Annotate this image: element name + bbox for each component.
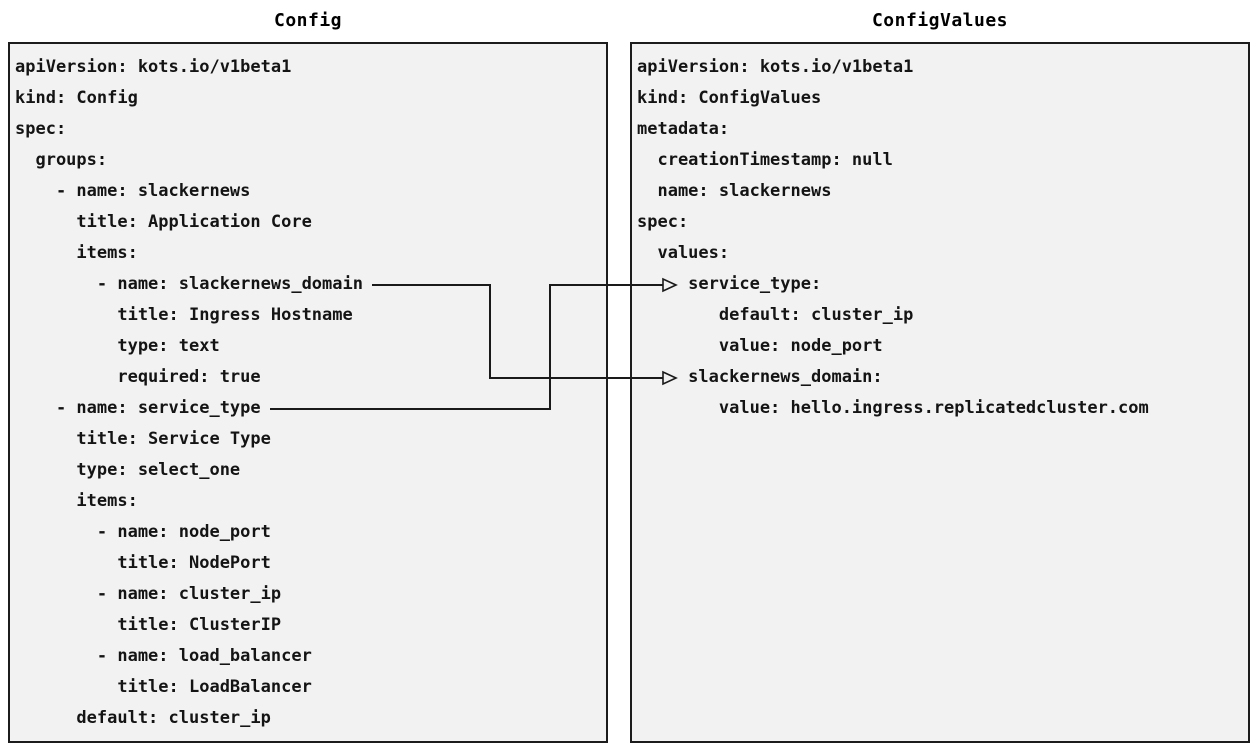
configvalues-panel-title: ConfigValues xyxy=(871,10,1009,31)
configvalues-yaml-code: apiVersion: kots.io/v1beta1 kind: Config… xyxy=(637,57,1149,418)
config-yaml-code: apiVersion: kots.io/v1beta1 kind: Config… xyxy=(15,57,363,728)
config-yaml-panel: apiVersion: kots.io/v1beta1 kind: Config… xyxy=(8,42,608,743)
configvalues-yaml-panel: apiVersion: kots.io/v1beta1 kind: Config… xyxy=(630,42,1250,743)
config-panel-title: Config xyxy=(273,10,343,31)
